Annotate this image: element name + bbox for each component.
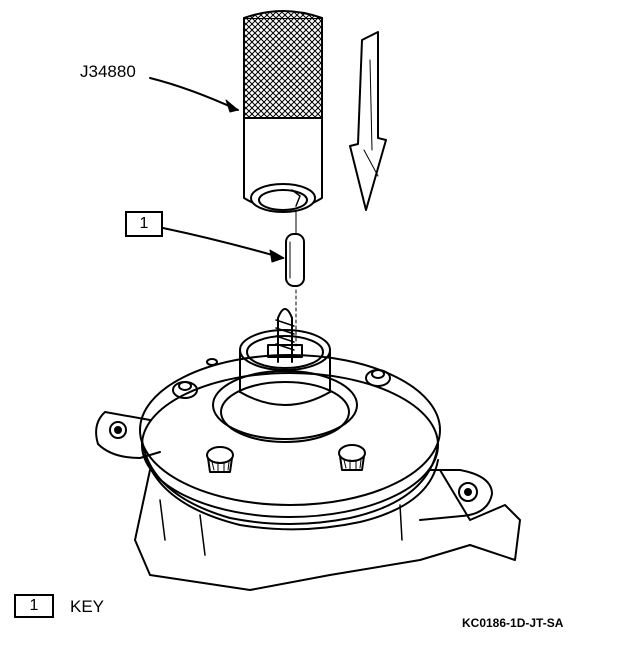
figure-code: KC0186-1D-JT-SA <box>462 616 564 630</box>
bolt <box>206 446 234 473</box>
mounting-bolts <box>172 358 391 473</box>
legend-text: KEY <box>70 597 105 616</box>
bolt <box>206 358 218 366</box>
down-arrow-icon <box>349 31 387 211</box>
bolt <box>172 381 198 399</box>
tool-part-number: J34880 <box>80 62 136 81</box>
key-leader-line <box>162 227 284 259</box>
bolt <box>365 369 391 387</box>
bolt <box>338 444 366 471</box>
legend-number-box: 1 <box>14 594 54 618</box>
tool-leader-line <box>149 77 239 111</box>
left-mounting-ear <box>95 411 161 459</box>
callout-number-box: 1 <box>125 211 163 237</box>
right-mounting-ear <box>419 469 493 521</box>
tool-j34880 <box>243 10 323 213</box>
compressor-body <box>95 289 521 591</box>
key-part <box>285 199 305 287</box>
